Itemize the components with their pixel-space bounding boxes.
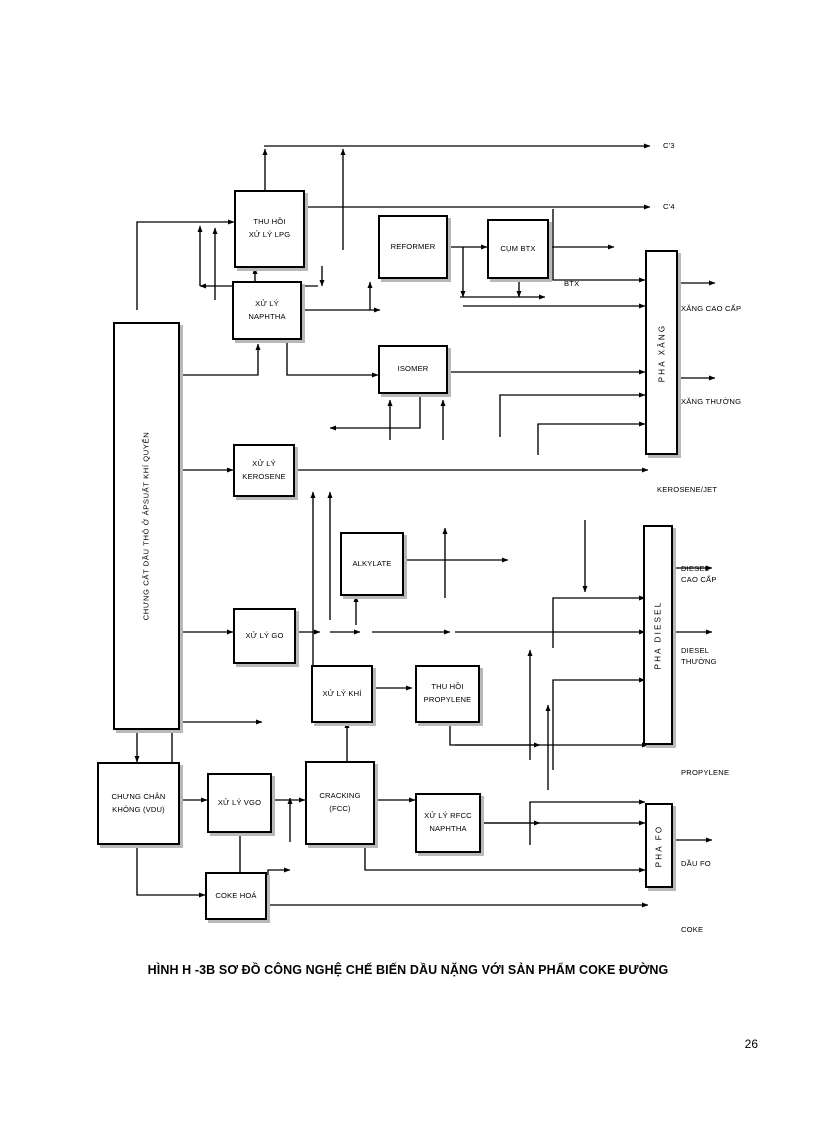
unit-cdu: CHƯNG CẤT DẦU THÔ Ở ÁPSUẤT KHÍ QUYỂN	[113, 322, 180, 730]
unit-btx-line1: CỤM BTX	[500, 243, 536, 253]
unit-vdu-line2: KHÔNG (VDU)	[112, 804, 165, 814]
stream-label-diesel-regular: DIESEL THƯỜNG	[681, 645, 717, 667]
stream-label-btx: BTX	[564, 279, 580, 288]
unit-kerosene-line2: KEROSENE	[242, 471, 286, 481]
unit-propylene-line2: PROPYLENE	[423, 695, 472, 704]
unit-fcc-line1: CRACKING	[319, 791, 361, 801]
unit-vgo-line1: XỬ LÝ VGO	[217, 797, 262, 807]
page-number: 26	[744, 1037, 758, 1051]
stream-label-diesel-premium: DIESEL CAO CẤP	[681, 563, 717, 585]
blender-gasoline: PHA XĂNG	[645, 250, 678, 455]
blender-diesel: PHA DIESEL	[643, 525, 673, 745]
unit-coker: COKE HOÁ	[205, 872, 267, 920]
process-flow-diagram: CHƯNG CẤT DẦU THÔ Ở ÁPSUẤT KHÍ QUYỂN THU…	[97, 141, 742, 934]
blender-gasoline-label: PHA XĂNG	[657, 323, 666, 382]
stream-label-propylene: PROPYLENE	[681, 768, 730, 777]
stream-label-gasoline-premium: XĂNG CAO CẤP	[681, 304, 742, 313]
unit-lpg-recovery: THU HỒI XỬ LÝ LPG	[234, 190, 305, 268]
blender-fo: PHA FO	[645, 803, 673, 888]
unit-naphtha-treating: XỬ LÝ NAPHTHA	[232, 281, 302, 340]
unit-alkylate-line1: ALKYLATE	[352, 558, 392, 568]
stream-label-gasoline-regular: XĂNG THƯỜNG	[681, 397, 742, 406]
unit-alkylation: ALKYLATE	[340, 532, 404, 596]
unit-gas-line1: XỬ LÝ KHÍ	[322, 688, 362, 698]
unit-coker-line1: COKE HOÁ	[215, 890, 257, 900]
blender-diesel-label: PHA DIESEL	[653, 600, 663, 670]
diesel-regular-line1: DIESEL	[681, 646, 710, 655]
flow-connectors	[134, 143, 716, 908]
unit-fcc-line2: (FCC)	[329, 804, 351, 813]
blender-fo-label: PHA FO	[654, 824, 664, 867]
unit-propylene-recovery: THU HỒI PROPYLENE	[415, 665, 480, 723]
unit-propylene-line1: THU HỒI	[431, 682, 464, 692]
stream-label-c4: C'4	[663, 202, 675, 211]
unit-reformer-line1: REFORMER	[390, 241, 436, 251]
unit-kerosene-line1: XỬ LÝ	[252, 458, 276, 468]
diesel-regular-line2: THƯỜNG	[681, 657, 717, 666]
unit-btx: CỤM BTX	[487, 219, 549, 279]
stream-label-fuel-oil: DẦU FO	[681, 859, 711, 868]
diesel-premium-line1: DIESEL	[681, 564, 710, 573]
unit-lpg-line2: XỬ LÝ LPG	[248, 230, 291, 239]
unit-rfcc-line1: XỬ LÝ RFCC	[424, 811, 472, 821]
unit-isomer: ISOMER	[378, 345, 448, 394]
unit-vgo-treating: XỬ LÝ VGO	[207, 773, 272, 833]
stream-label-coke: COKE	[681, 925, 704, 934]
diesel-premium-line2: CAO CẤP	[681, 575, 717, 584]
unit-reformer: REFORMER	[378, 215, 448, 279]
unit-vdu-line1: CHƯNG CHÂN	[111, 791, 166, 801]
unit-naphtha-line2: NAPHTHA	[248, 311, 286, 321]
stream-label-kerosene-jet: KEROSENE/JET	[657, 485, 718, 494]
unit-naphtha-line1: XỬ LÝ	[255, 298, 279, 308]
unit-rfcc-naphtha-treating: XỬ LÝ RFCC NAPHTHA	[415, 793, 481, 853]
unit-isomer-line1: ISOMER	[397, 364, 429, 374]
unit-cdu-label: CHƯNG CẤT DẦU THÔ Ở ÁPSUẤT KHÍ QUYỂN	[141, 431, 151, 621]
unit-go-line1: XỬ LÝ GO	[245, 630, 284, 640]
unit-go-treating: XỬ LÝ GO	[233, 608, 296, 664]
unit-lpg-line1: THU HỒI	[253, 217, 286, 227]
unit-fcc: CRACKING (FCC)	[305, 761, 375, 845]
unit-vdu: CHƯNG CHÂN KHÔNG (VDU)	[97, 762, 180, 845]
stream-label-c3: C'3	[663, 141, 675, 150]
unit-gas-plant: XỬ LÝ KHÍ	[311, 665, 373, 723]
unit-rfcc-line2: NAPHTHA	[429, 824, 467, 833]
unit-kerosene-treating: XỬ LÝ KEROSENE	[233, 444, 295, 497]
figure-caption: HÌNH H -3B SƠ ĐỒ CÔNG NGHỆ CHẾ BIẾN DẦU …	[147, 963, 669, 977]
